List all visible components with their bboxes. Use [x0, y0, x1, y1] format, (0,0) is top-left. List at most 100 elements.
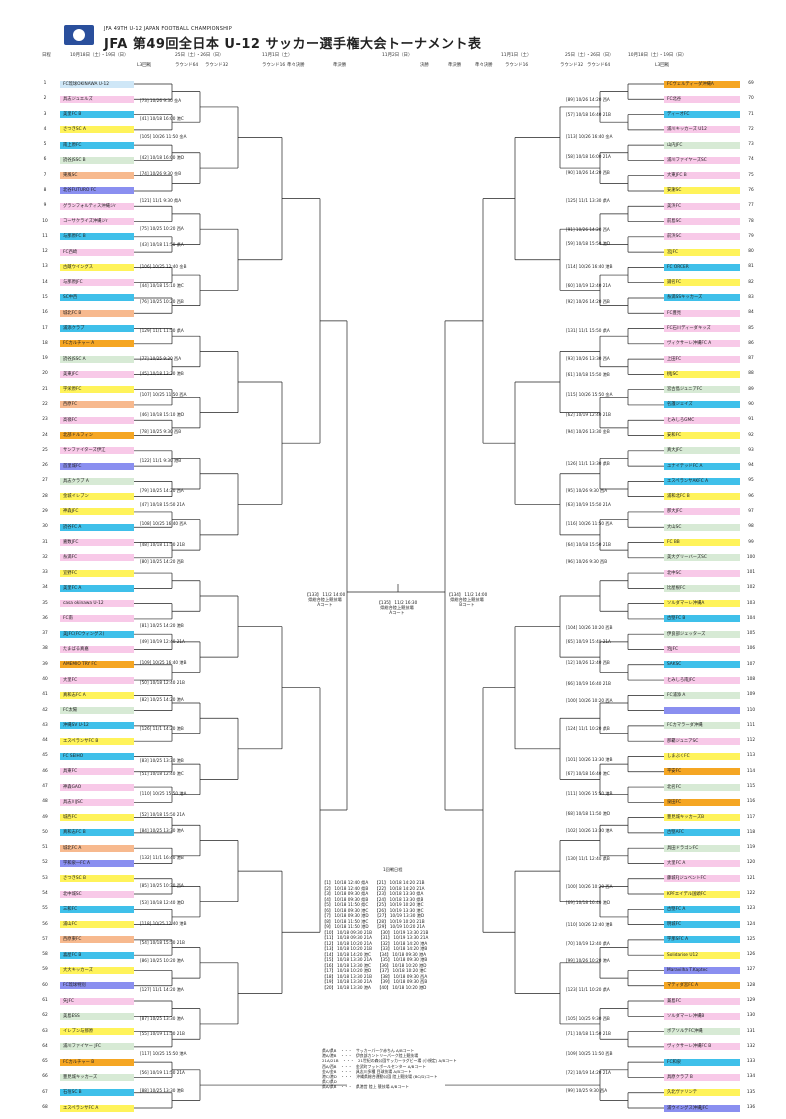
- match-label: [68] 10/18 11:50 港D: [566, 810, 611, 816]
- team-number: 83: [748, 294, 754, 300]
- team-number: 72: [748, 126, 754, 132]
- team-name: SC中西: [60, 294, 134, 302]
- team-number: 68: [42, 1105, 48, 1110]
- match-label: [64] 10/18 15:50 21B: [566, 541, 611, 547]
- match-label: [49] 10/19 12:40 21A: [140, 638, 185, 644]
- team-number: 19: [42, 356, 48, 362]
- match-label: [129] 11/1 11:50 県A: [140, 327, 184, 333]
- team-number: 64: [42, 1043, 48, 1049]
- team-name: イレブン与那原: [60, 1028, 134, 1036]
- match-label: [127] 11/1 14:20 港A: [140, 986, 184, 992]
- schedule-row: 【2】 10/18 12:40 県B 【22】 10/18 14:20 21A: [322, 885, 425, 891]
- team-name: 具原クラブ B: [664, 1073, 740, 1081]
- team-name: サンファイターズ伊江: [60, 447, 134, 455]
- team-number: 96: [748, 493, 754, 499]
- team-name: 嘉数JFC: [60, 539, 134, 546]
- team-number: 128: [746, 982, 756, 988]
- match-label: [105] 10/25 9:30 西B: [566, 1015, 610, 1021]
- match-label: [117] 10/25 15:50 港A: [140, 1050, 187, 1056]
- final-venue: 県総合陸上競技場: [380, 605, 414, 610]
- team-number: 69: [748, 81, 754, 86]
- team-number: 99: [748, 539, 754, 545]
- match-label: [74] 10/26 9:30 金B: [140, 170, 182, 176]
- team-number: 45: [42, 753, 48, 759]
- team-name: FCカルチャー B: [60, 1058, 134, 1066]
- team-name: とみしろGMC: [664, 416, 740, 424]
- schedule-column-9: 準決勝: [333, 63, 347, 68]
- match-label: [47] 10/18 15:50 21A: [140, 501, 185, 507]
- schedule-row: 【10】 10/18 09:30 21B 【30】 10/19 13:30 21…: [322, 929, 429, 935]
- match-label: [76] 10/25 10:20 西B: [140, 298, 184, 304]
- team-name: エスペランサFC B: [60, 737, 134, 745]
- team-name: 読谷JSSC B: [60, 156, 134, 164]
- semifinal-left-label: 【133】 11/2 14:00: [304, 592, 346, 597]
- team-name: 浦山FC: [60, 921, 134, 929]
- team-number: 22: [42, 401, 48, 407]
- schedule-row: 【13】 10/18 10:20 21B 【33】 10/18 14:20 港B: [322, 946, 428, 951]
- team-number: 91: [748, 417, 754, 423]
- match-label: [123] 11/1 10:20 県A: [566, 986, 610, 992]
- team-name: 喜屋FC B: [60, 951, 134, 959]
- team-name: FC西崎: [60, 248, 134, 256]
- team-name: 美里FC B: [60, 111, 134, 119]
- team-name: FC BB: [664, 539, 740, 546]
- schedule-row: 【12】 10/18 10:20 21A 【32】 10/18 14:20 港A: [322, 940, 428, 946]
- tournament-title: JFA 第49回全日本 U-12 サッカー選手権大会トーナメント表: [104, 37, 482, 52]
- team-number: 132: [746, 1043, 756, 1049]
- schedule-row: 【5】 10/18 11:50 県C 【25】 10/19 10:20 港C: [322, 902, 424, 907]
- team-name: 比屋根FC: [664, 584, 740, 592]
- team-number: 113: [746, 753, 756, 759]
- team-name: 与那原FC B: [60, 233, 134, 241]
- team-name: casa okinawa U-12: [60, 600, 134, 608]
- match-label: [131] 11/1 15:50 県A: [566, 327, 610, 333]
- schedule-row: 【14】 10/18 14:20 港C 【34】 10/18 09:30 港A: [322, 951, 427, 957]
- team-name: 北部ドルフィン: [60, 432, 134, 440]
- schedule-row: 【18】 10/18 13:30 21B 【38】 10/18 09:30 西A: [322, 973, 428, 979]
- match-label: [122] 11/1 9:30 港B: [140, 457, 182, 463]
- team-number: 36: [42, 615, 48, 621]
- schedule-column-17: ラウンド32: [560, 63, 584, 68]
- match-label: [54] 10/18 15:50 21B: [140, 939, 185, 945]
- team-number: 117: [746, 814, 756, 820]
- schedule-row: 【9】 10/18 11:50 港D 【29】 10/19 10:20 21A: [322, 924, 425, 929]
- team-number: 12: [42, 249, 48, 255]
- team-name: 神森JFC: [60, 508, 134, 516]
- team-name: 泡JFC: [664, 645, 740, 653]
- team-name: 西原FC: [60, 401, 134, 409]
- semifinal-left-court: Aコート: [317, 602, 333, 607]
- team-number: 20: [42, 371, 48, 377]
- team-number: 110: [746, 707, 756, 713]
- team-number: 106: [746, 646, 756, 652]
- team-number: 89: [748, 386, 754, 392]
- match-label: [82] 10/25 14:20 港A: [140, 696, 184, 702]
- team-name: 美JFC(FCウィングス): [60, 630, 134, 638]
- team-name: ソルダマーレ沖縄B: [664, 1012, 740, 1020]
- match-label: [71] 10/18 11:50 21B: [566, 1030, 611, 1036]
- team-number: 67: [42, 1089, 48, 1095]
- schedule-row: 【1】 10/18 12:40 県A 【21】 10/18 14:20 21B: [322, 880, 425, 885]
- team-name: 上田FC: [664, 355, 740, 363]
- team-number: 78: [748, 218, 754, 224]
- team-name: 豊見城キッカーズB: [664, 814, 740, 822]
- team-number: 71: [748, 111, 754, 117]
- team-number: 111: [746, 722, 756, 728]
- semifinal-left-venue: 県総合陸上競技場: [308, 597, 342, 602]
- team-name: FC琉球OKINAWA U-12: [60, 80, 134, 88]
- team-name: 北名FC: [664, 783, 740, 791]
- team-number: 105: [746, 631, 756, 637]
- team-number: 88: [748, 371, 754, 377]
- match-label: [50] 10/18 12:40 21B: [140, 679, 185, 685]
- team-name: 美島ESS: [60, 1012, 134, 1020]
- schedule-column-20: L3回戦: [655, 63, 670, 68]
- team-name: [664, 707, 740, 715]
- team-number: 82: [748, 279, 754, 285]
- team-number: 112: [746, 738, 756, 744]
- team-number: 1: [43, 81, 47, 86]
- match-label: [102] 10/26 13:30 港A: [566, 827, 613, 833]
- team-number: 18: [42, 340, 48, 346]
- team-number: 75: [748, 172, 754, 178]
- team-number: 48: [42, 799, 48, 805]
- match-label: [55] 10/19 11:50 21B: [140, 1030, 185, 1036]
- team-number: 84: [748, 310, 754, 316]
- team-name: SAKSC: [664, 661, 740, 669]
